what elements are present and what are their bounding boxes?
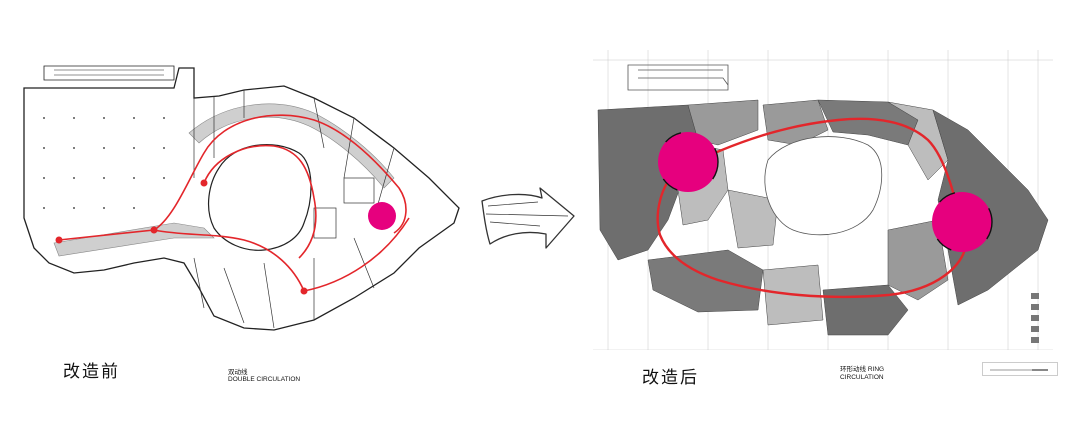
courtyard-before: [208, 144, 312, 251]
after-legend: 环形动线 RING CIRCULATION: [840, 365, 884, 382]
courtyard-after: [764, 136, 883, 236]
floor-plan-before: [23, 65, 460, 331]
scale-bar: [982, 362, 1058, 376]
service-strip-after: [627, 64, 729, 91]
before-legend-cn: 双动线: [228, 368, 248, 376]
before-legend-en: DOUBLE CIRCULATION: [228, 376, 301, 383]
after-legend-en-1: RING: [867, 366, 885, 373]
legend-swatches-after: [1031, 293, 1039, 343]
after-legend-cn: 环形动线: [840, 365, 866, 373]
floor-plan-after: [593, 50, 1053, 350]
corridor-shading-before: [53, 103, 395, 257]
anchor-node-before: [368, 202, 396, 230]
hand-drawn-arrow-icon: [481, 187, 575, 249]
before-title: 改造前: [63, 362, 120, 382]
ring-circulation-path: [656, 117, 968, 299]
double-circulation-path: [58, 114, 410, 292]
building-outline-before: [23, 65, 460, 331]
after-legend-en-2: CIRCULATION: [840, 374, 884, 381]
after-legend-line1: 环形动线 RING: [840, 365, 885, 373]
circulation-nodes-before: [55, 179, 308, 295]
anchor-node-after-west: [657, 131, 719, 193]
anchor-node-after-east: [931, 191, 993, 253]
grid-dots-before: [43, 117, 165, 209]
interior-walls-before: [193, 90, 395, 329]
before-legend: 双动线 DOUBLE CIRCULATION: [228, 368, 300, 384]
after-title: 改造后: [642, 368, 699, 388]
